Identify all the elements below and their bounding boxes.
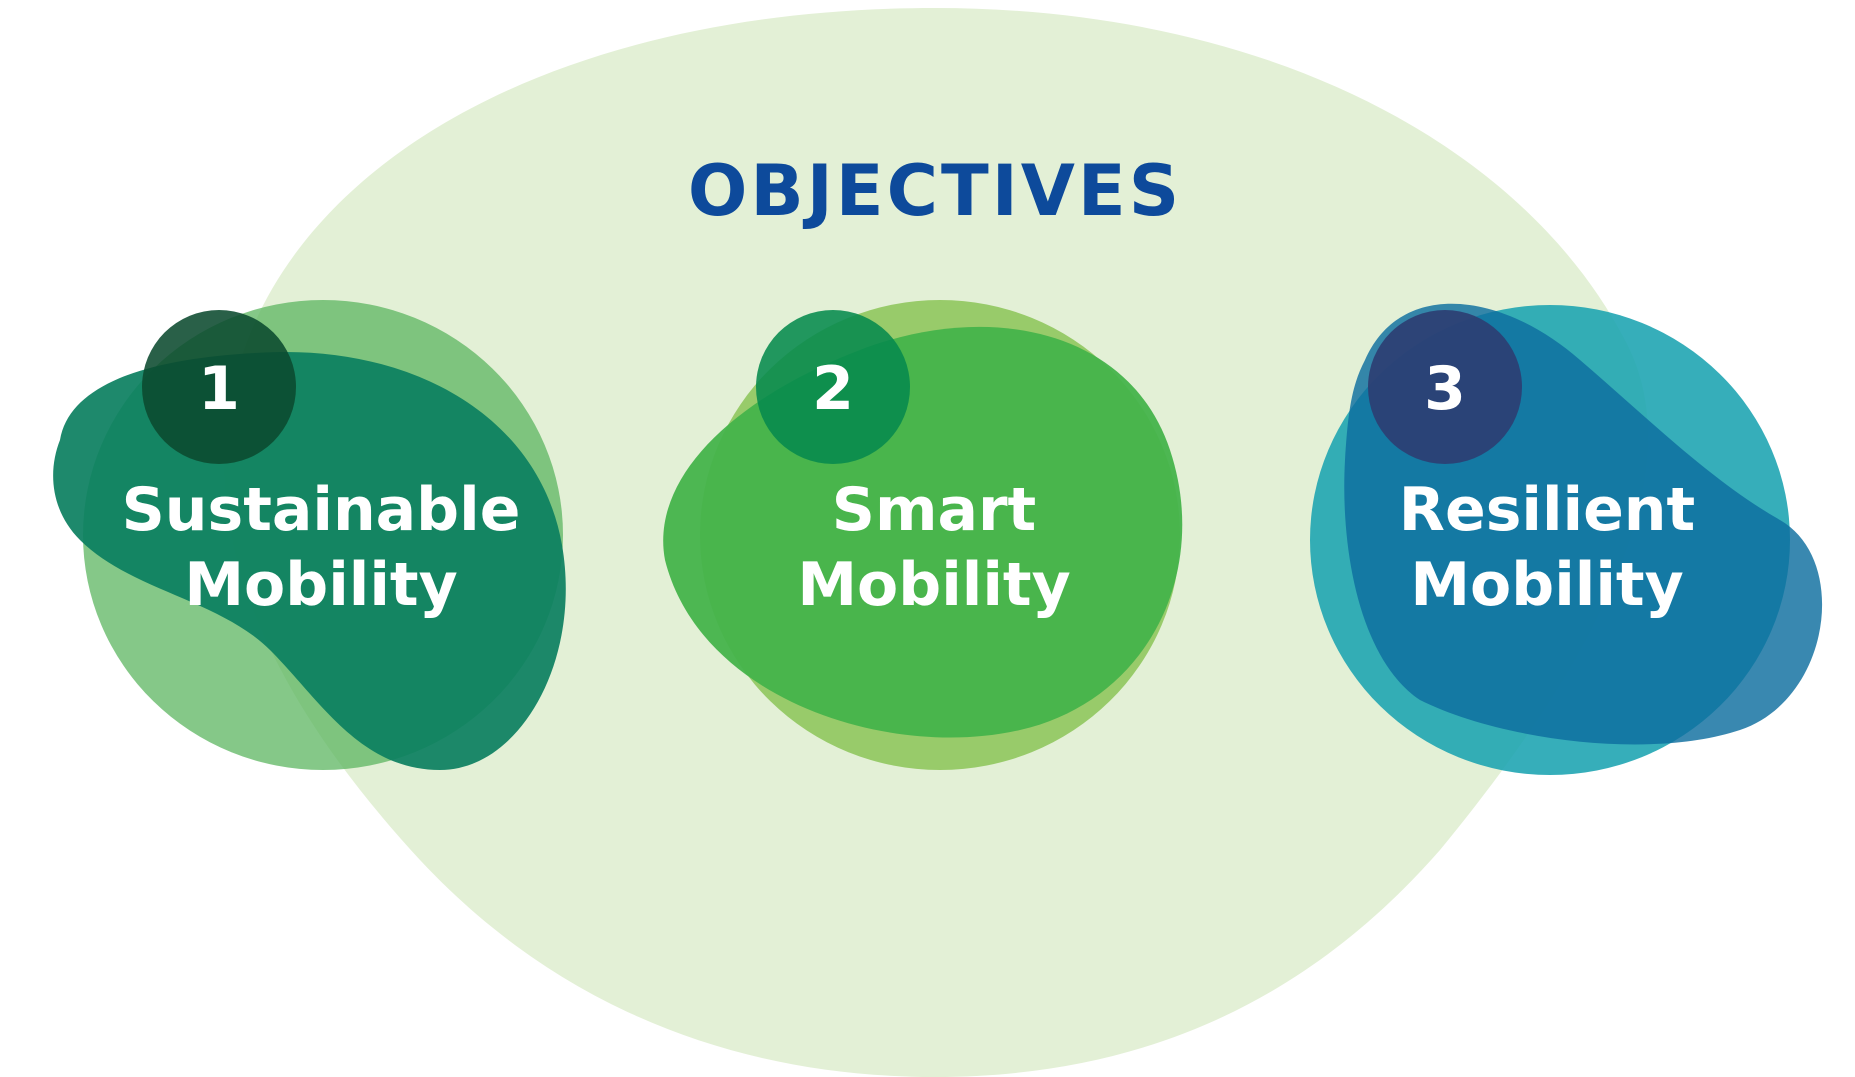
diagram-title: OBJECTIVES (688, 150, 1182, 232)
objective-smart-mobility: 2 Smart Mobility (663, 300, 1183, 770)
objective-1-number-badge (142, 310, 296, 464)
objective-2-label-line2: Mobility (797, 550, 1070, 620)
objective-3-number-badge (1368, 310, 1522, 464)
objective-1-inner-blob (53, 351, 566, 770)
objective-1-number: 1 (198, 354, 240, 424)
objective-2-number-badge (756, 310, 910, 464)
objective-1-label-line2: Mobility (184, 550, 457, 620)
objective-resilient-mobility: 3 Resilient Mobility (1310, 303, 1823, 775)
objective-3-label-line2: Mobility (1410, 550, 1683, 620)
objective-2-number: 2 (812, 354, 854, 424)
objective-3-number: 3 (1424, 354, 1466, 424)
objective-1-label-line1: Sustainable (122, 475, 521, 545)
objective-sustainable-mobility: 1 Sustainable Mobility (53, 300, 566, 770)
objective-2-label-line1: Smart (832, 475, 1037, 545)
objective-3-label-line1: Resilient (1399, 475, 1695, 545)
